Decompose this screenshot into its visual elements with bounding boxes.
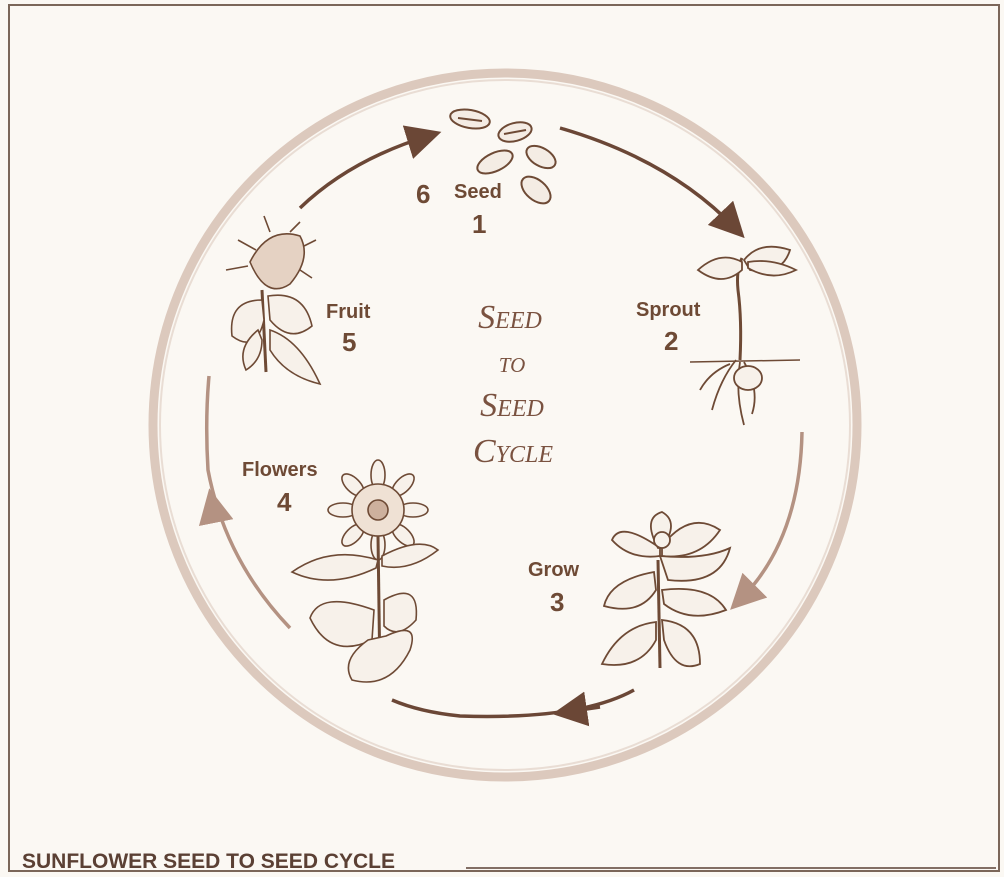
young-plant-illustration bbox=[602, 512, 730, 668]
outer-ring bbox=[153, 73, 857, 777]
stage-flowers-label: Flowers bbox=[242, 459, 318, 481]
arrow-sprout-to-grow bbox=[740, 432, 802, 600]
arrow-grow-to-flowers bbox=[392, 690, 634, 716]
arrow-flowers-to-fruit-head bbox=[212, 502, 214, 512]
stage-seed-extra-number: 6 bbox=[416, 179, 430, 209]
center-title-line-3: Seed bbox=[480, 387, 544, 424]
outer-ring-inner-edge bbox=[160, 80, 850, 770]
blooming-sunflower-illustration bbox=[292, 460, 438, 682]
diagram-caption: SUNFLOWER SEED TO SEED CYCLE bbox=[22, 850, 395, 873]
stage-seed-label: Seed bbox=[454, 181, 502, 203]
stage-fruit-label: Fruit bbox=[326, 301, 371, 323]
stage-sprout-number: 2 bbox=[664, 326, 678, 356]
stage-grow-number: 3 bbox=[550, 587, 564, 617]
arrow-grow-to-flowers-head bbox=[566, 707, 600, 712]
stage-seed-number: 1 bbox=[472, 209, 486, 239]
center-title-line-1: Seed bbox=[478, 299, 542, 336]
stage-sprout-label: Sprout bbox=[636, 299, 701, 321]
drooping-head-illustration bbox=[226, 216, 320, 384]
stage-flowers-number: 4 bbox=[277, 487, 292, 517]
stage-grow-label: Grow bbox=[528, 559, 580, 581]
center-title-line-4: Cycle bbox=[473, 433, 553, 470]
stage-fruit-number: 5 bbox=[342, 327, 356, 357]
center-title-line-2: to bbox=[499, 346, 525, 379]
arrow-fruit-to-seed bbox=[300, 136, 428, 208]
sprout-illustration bbox=[690, 247, 800, 425]
